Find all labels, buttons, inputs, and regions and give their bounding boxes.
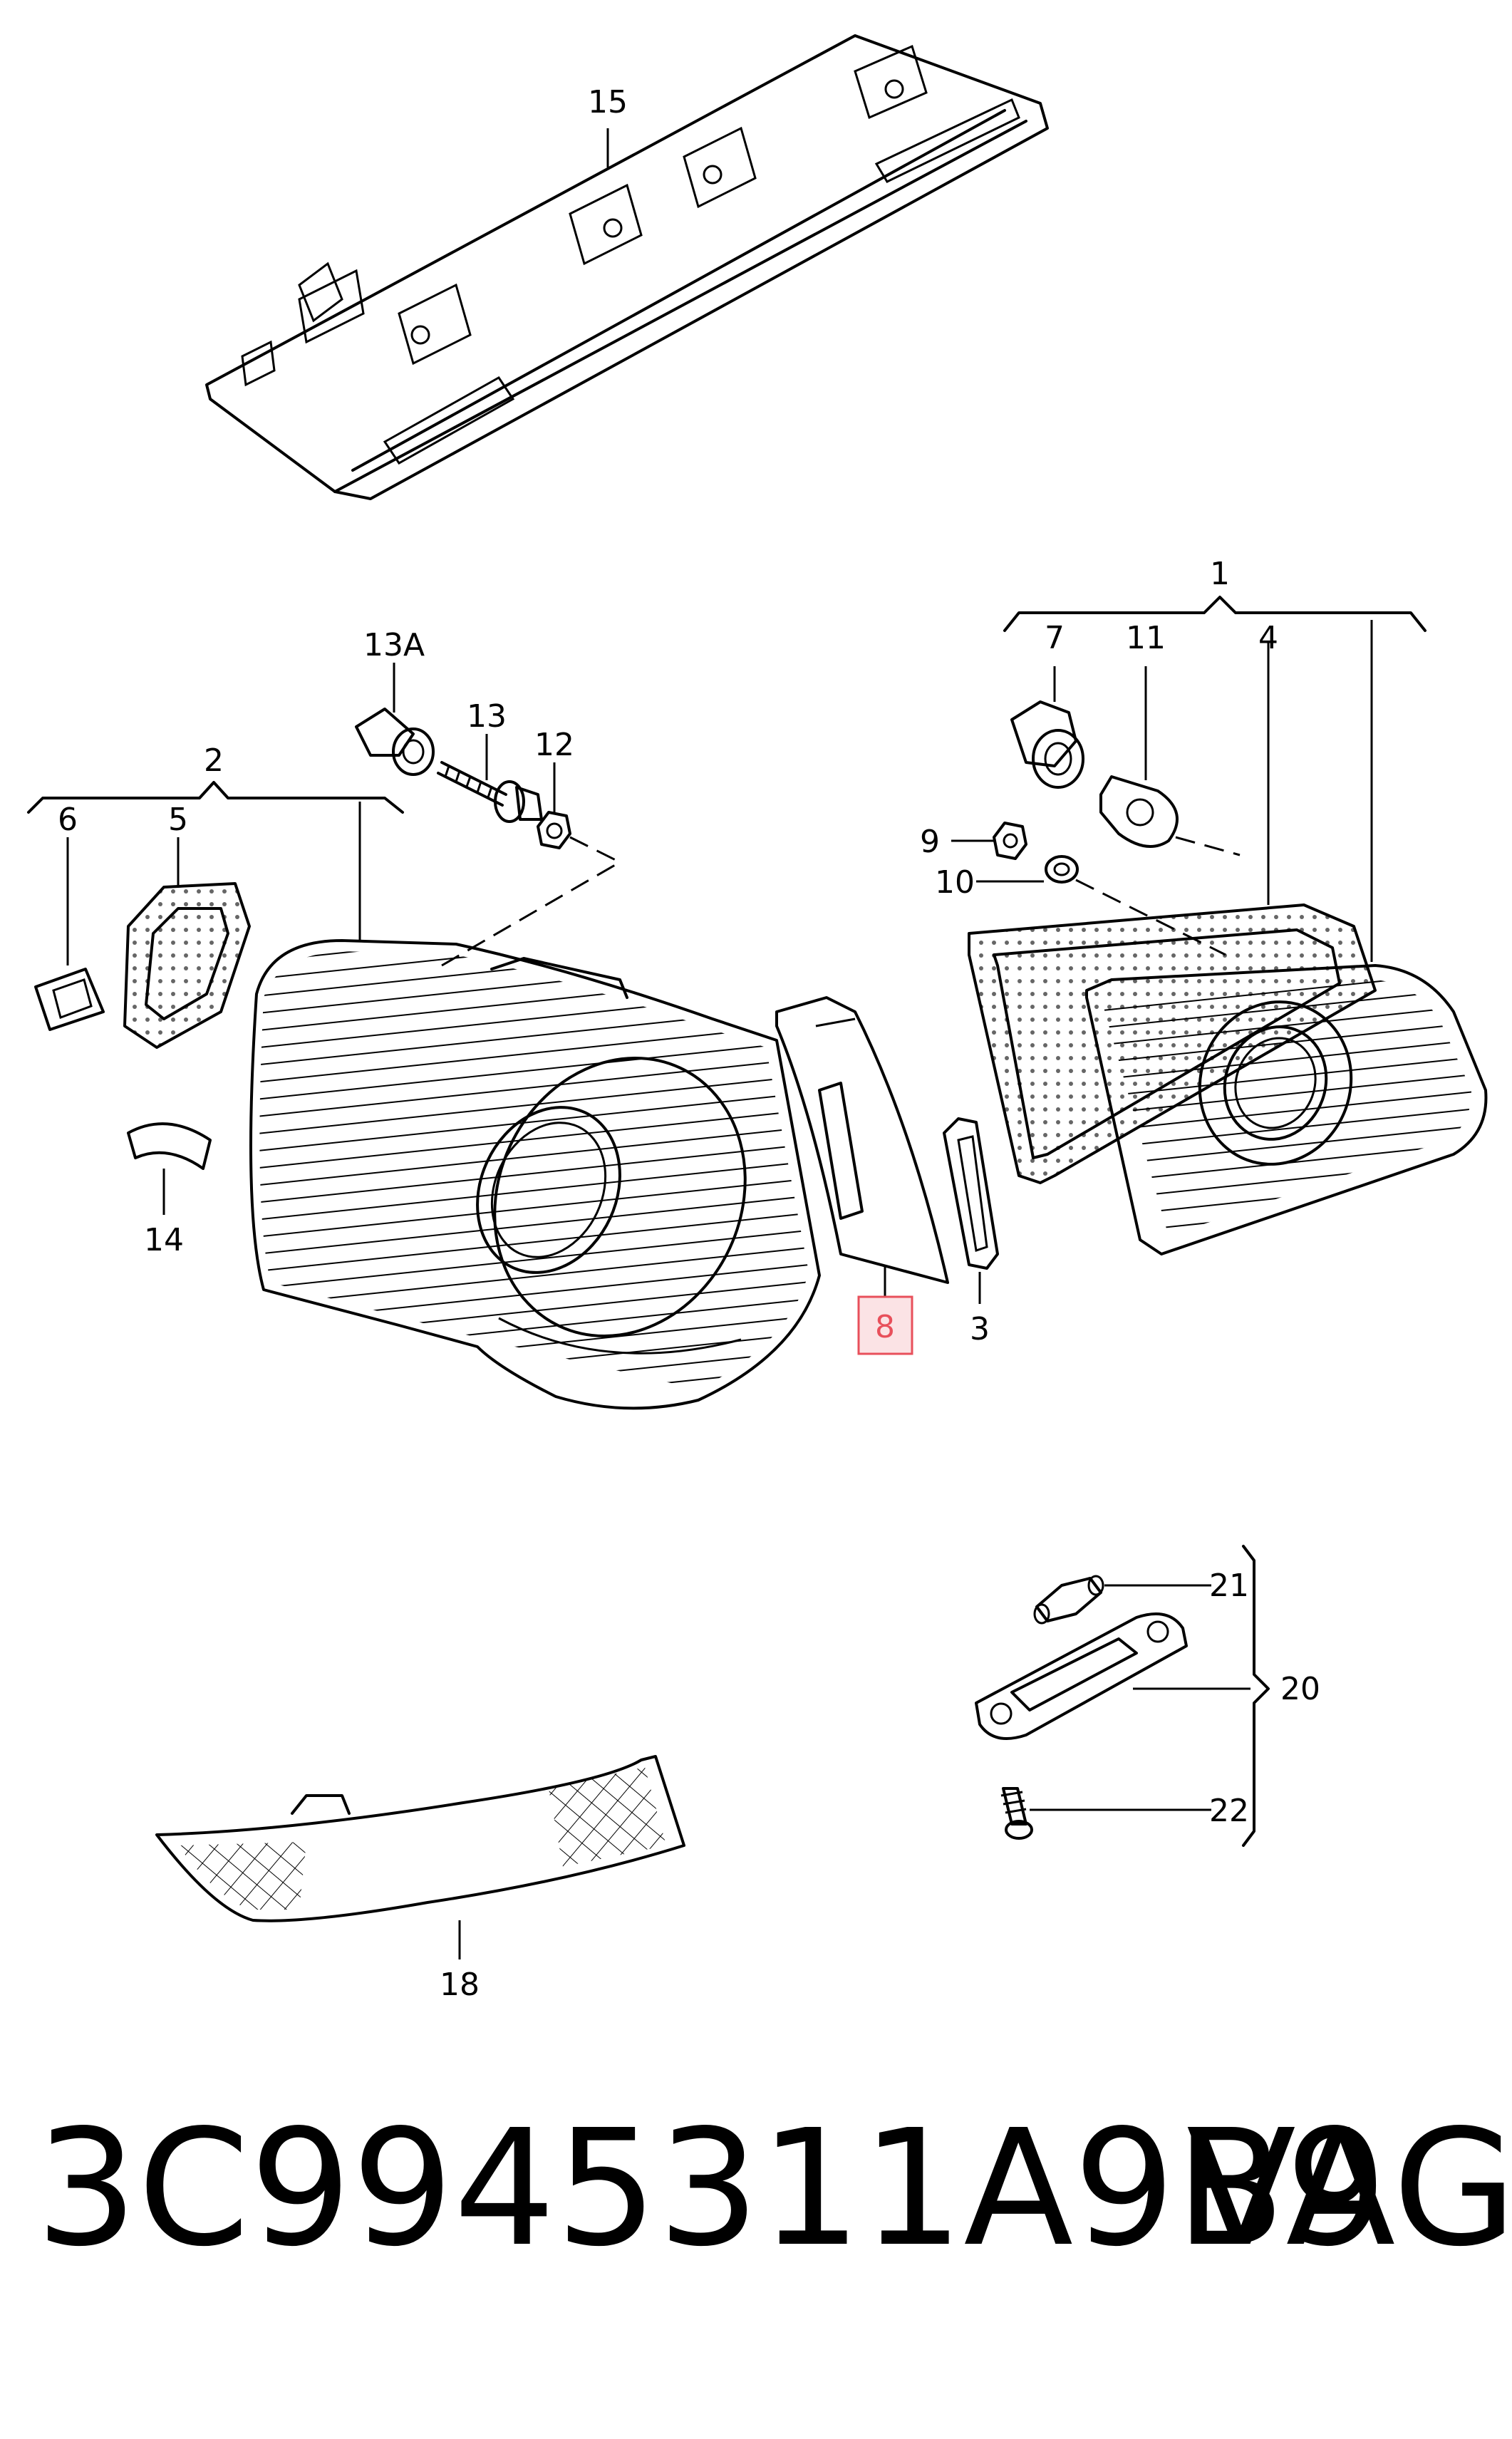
callout-13: 13 — [467, 698, 507, 735]
grommet-part-6 — [34, 968, 105, 1031]
bracket-2 — [27, 781, 404, 814]
bolt-part-13 — [437, 761, 543, 823]
callout-11: 11 — [1126, 620, 1166, 656]
callout-5: 5 — [168, 802, 188, 838]
third-brake-light — [205, 34, 1049, 500]
bulb-part-11 — [1099, 775, 1179, 848]
bulb-part-21 — [1033, 1575, 1104, 1625]
reflector-part-3 — [943, 1117, 999, 1270]
callout-14: 14 — [144, 1222, 184, 1258]
callout-15: 15 — [588, 84, 628, 120]
callout-6: 6 — [58, 802, 78, 838]
screw-part-22 — [1000, 1787, 1033, 1840]
callout-18: 18 — [440, 1967, 480, 2003]
callout-22: 22 — [1209, 1793, 1249, 1829]
trim-strip-part-14 — [127, 1122, 212, 1170]
gasket-part-5 — [123, 882, 251, 1049]
callout-4: 4 — [1258, 620, 1278, 656]
bulb-holder-part-7 — [1010, 700, 1084, 789]
callout-12: 12 — [534, 727, 574, 763]
callout-2: 2 — [204, 742, 224, 779]
callout-21: 21 — [1209, 1568, 1249, 1604]
highlight-box-part-8 — [857, 1295, 913, 1355]
part-number: 3C9945311A9B9 — [36, 2096, 1387, 2282]
callout-3: 3 — [970, 1311, 990, 1347]
expanding-nut-part-13a — [355, 708, 435, 776]
trim-panel-part-8 — [775, 996, 949, 1284]
nut-part-9 — [993, 822, 1027, 860]
callout-9: 9 — [920, 824, 940, 860]
washer-part-10 — [1045, 855, 1079, 884]
bumper-reflector-part-18 — [155, 1755, 685, 1922]
callout-1: 1 — [1210, 556, 1230, 592]
inner-tail-light-part-1 — [1085, 964, 1488, 1255]
callout-13a: 13A — [363, 627, 425, 663]
bracket-1 — [1003, 596, 1426, 632]
callout-7: 7 — [1045, 620, 1065, 656]
bracket-20 — [1242, 1545, 1270, 1847]
license-plate-light-part-20 — [975, 1612, 1188, 1740]
callout-20: 20 — [1280, 1671, 1320, 1707]
callout-8: 8 — [875, 1309, 895, 1345]
outer-tail-light-part-2 — [249, 939, 821, 1410]
nut-part-12 — [537, 811, 571, 849]
brand-label: VAG — [1186, 2096, 1512, 2282]
callout-10: 10 — [935, 864, 975, 901]
